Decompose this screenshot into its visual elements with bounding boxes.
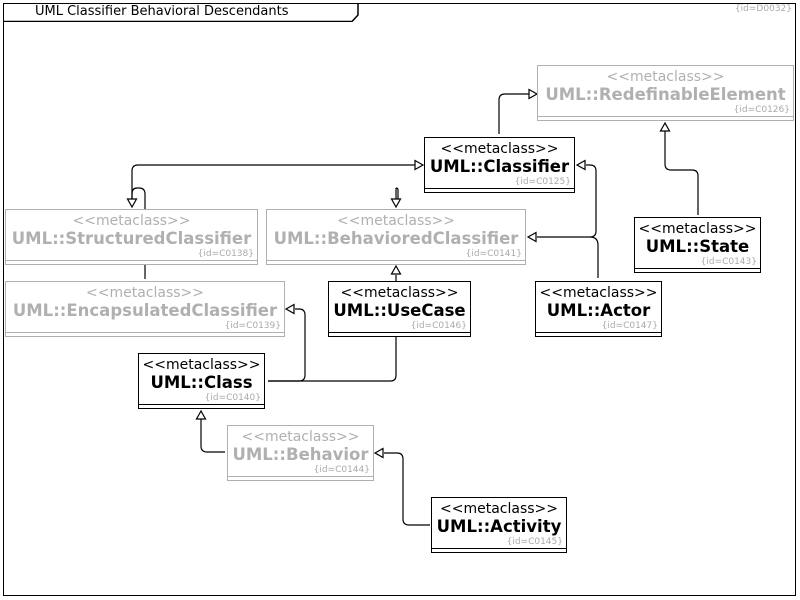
frame-title-tab [3,3,359,22]
class-box-behaviored-classifier[interactable]: <<metaclass>> UML::BehavioredClassifier … [266,209,526,265]
arrow-head [390,264,402,275]
edge-structured-classifier-2 [131,164,415,199]
class-id: {id=C0143} [700,257,757,267]
compartment-divider [228,476,373,477]
class-id: {id=C0139} [224,321,281,331]
edge-behavior-class [200,419,225,453]
edge-activity-behavior [384,452,430,526]
compartment-divider [139,404,264,405]
class-stereotype: <<metaclass>> [86,285,204,301]
class-id: {id=C0125} [514,177,571,187]
class-stereotype: <<metaclass>> [72,213,191,229]
class-box-structured-classifier[interactable]: <<metaclass>> UML::StructuredClassifier … [5,209,258,265]
arrow-head [526,231,537,243]
compartment-divider [536,332,661,333]
class-stereotype: <<metaclass>> [440,501,558,517]
edge-behaviored-up [395,187,399,199]
class-name: UML::Activity [436,517,562,536]
class-stereotype: <<metaclass>> [539,285,658,301]
class-id: {id=C0146} [410,321,467,331]
class-name: UML::Classifier [429,157,570,176]
arrow-head [659,121,671,132]
class-name: UML::RedefinableElement [545,85,786,104]
compartment-divider [6,332,284,333]
edge-behaviored-classifier [586,164,597,238]
class-name: UML::Behavior [232,445,369,464]
arrow-head [195,409,207,420]
class-box-use-case[interactable]: <<metaclass>> UML::UseCase {id=C0146} [328,281,471,337]
class-name: UML::EncapsulatedClassifier [12,301,278,320]
class-name: UML::Class [150,373,253,392]
class-id: {id=C0147} [601,321,658,331]
arrow-head [126,198,138,209]
class-name: UML::UseCase [333,301,466,320]
edge-state-redefinable [664,131,699,215]
class-name: UML::Actor [546,301,651,320]
diagram-id: {id=D0032} [734,4,792,14]
compartment-divider [6,260,257,261]
compartment-divider [432,548,566,549]
edge-classifier-redefinable [498,93,529,134]
class-stereotype: <<metaclass>> [241,429,360,445]
compartment-divider [538,116,793,117]
class-id: {id=C0126} [733,105,790,115]
arrow-head [575,159,586,171]
compartment-divider [425,188,574,189]
class-box-class[interactable]: <<metaclass>> UML::Class {id=C0140} [138,353,265,409]
arrow-head [414,159,425,171]
class-stereotype: <<metaclass>> [340,285,459,301]
arrow-head [528,88,539,100]
arrow-head [284,303,295,315]
arrow-head [373,447,384,459]
edge-actor-classifier [537,236,599,278]
class-name: UML::State [645,237,750,256]
class-stereotype: <<metaclass>> [606,69,725,85]
class-box-behavior[interactable]: <<metaclass>> UML::Behavior {id=C0144} [227,425,374,481]
class-box-activity[interactable]: <<metaclass>> UML::Activity {id=C0145} [431,497,567,553]
arrow-head [390,198,402,209]
class-id: {id=C0140} [204,393,261,403]
diagram-frame [3,3,796,596]
class-name: UML::StructuredClassifier [11,229,252,248]
class-name: UML::BehavioredClassifier [273,229,519,248]
compartment-divider [267,260,525,261]
edge-class-encapsulated [268,308,306,382]
class-stereotype: <<metaclass>> [638,221,757,237]
class-id: {id=C0145} [506,537,563,547]
class-stereotype: <<metaclass>> [142,357,261,373]
class-box-state[interactable]: <<metaclass>> UML::State {id=C0143} [634,217,761,273]
diagram-title: UML Classifier Behavioral Descendants [35,4,289,19]
class-id: {id=C0144} [313,465,370,475]
compartment-divider [635,268,760,269]
edge-class-behaviored [268,275,397,382]
class-box-actor[interactable]: <<metaclass>> UML::Actor {id=C0147} [535,281,662,337]
class-box-classifier[interactable]: <<metaclass>> UML::Classifier {id=C0125} [424,137,575,193]
class-id: {id=C0138} [197,249,254,259]
class-id: {id=C0141} [465,249,522,259]
class-stereotype: <<metaclass>> [337,213,455,229]
class-box-redefinable-element[interactable]: <<metaclass>> UML::RedefinableElement {i… [537,65,794,121]
compartment-divider [329,332,470,333]
class-stereotype: <<metaclass>> [440,141,559,157]
class-box-encapsulated-classifier[interactable]: <<metaclass>> UML::EncapsulatedClassifie… [5,281,285,337]
